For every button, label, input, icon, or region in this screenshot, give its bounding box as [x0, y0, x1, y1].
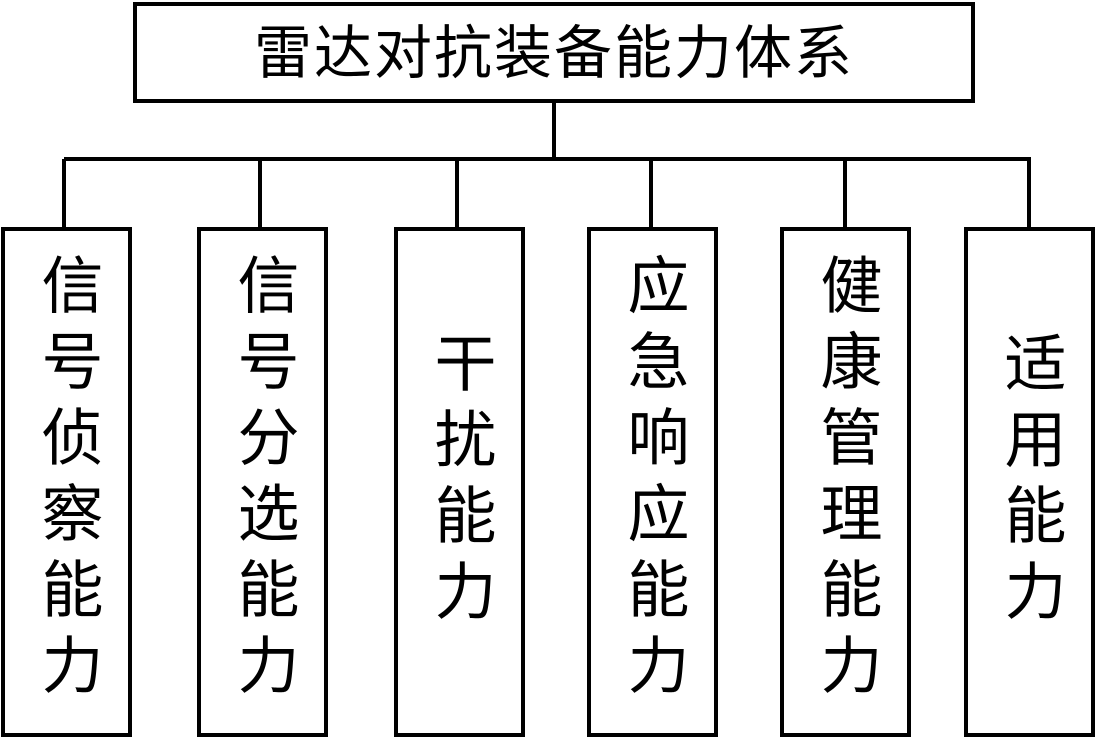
- child-node-label: 信号侦察能力: [30, 253, 104, 709]
- child-node-6: 适用能力: [964, 227, 1095, 737]
- branch-line-3: [455, 159, 459, 229]
- root-stem-line: [552, 103, 556, 161]
- branch-line-1: [62, 159, 66, 229]
- child-node-5: 健康管理能力: [780, 227, 911, 737]
- child-node-label: 信号分选能力: [226, 253, 300, 709]
- child-node-label: 健康管理能力: [809, 253, 883, 709]
- root-node-label: 雷达对抗装备能力体系: [253, 18, 854, 87]
- child-node-1: 信号侦察能力: [1, 227, 132, 737]
- child-node-label: 应急响应能力: [616, 253, 690, 709]
- branch-line-5: [843, 159, 847, 229]
- child-node-2: 信号分选能力: [197, 227, 328, 737]
- child-node-4: 应急响应能力: [587, 227, 718, 737]
- child-node-label: 适用能力: [993, 331, 1067, 635]
- branch-line-4: [649, 159, 653, 229]
- branch-line-2: [258, 159, 262, 229]
- branch-line-6: [1027, 159, 1031, 229]
- horizontal-bus-line: [64, 157, 1031, 161]
- child-node-3: 干扰能力: [394, 227, 525, 737]
- root-node: 雷达对抗装备能力体系: [133, 2, 975, 103]
- child-node-label: 干扰能力: [423, 331, 497, 635]
